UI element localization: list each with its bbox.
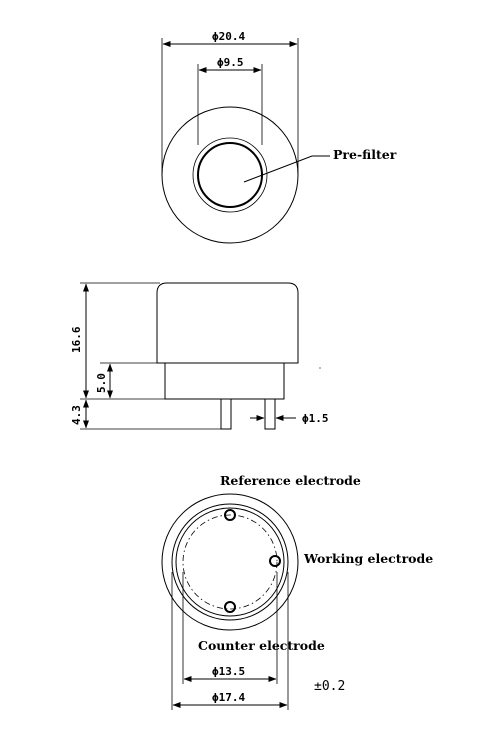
side-body-outline [156,282,299,364]
bottom-pin-circle [182,514,278,610]
base-height-label: 5.0 [95,373,108,393]
top-inner-ring [192,137,268,213]
tolerance-label: ±0.2 [314,679,345,694]
counter-electrode-pin [224,601,236,613]
bottom-body-circle [171,503,289,621]
prefilter-window [197,142,263,208]
inner-diameter-label: ϕ9.5 [217,56,244,69]
pin-diameter-label: ϕ1.5 [302,412,329,425]
side-base-outline [164,362,285,400]
side-view: 16.6 5.0 4.3 ϕ1.5 [70,282,329,430]
height-label: 16.6 [70,326,83,353]
stray-dot [319,367,321,369]
top-outer-circle [161,106,299,244]
outer-diameter-label: ϕ20.4 [212,30,245,43]
side-pin-left [220,398,232,430]
bottom-body-inner-circle [175,507,285,617]
bottom-outer-circle [161,493,299,631]
side-pin-right [264,398,276,430]
top-view: ϕ20.4 ϕ9.5 Pre-filter [161,30,397,244]
bottom-view: Reference electrode Working electrode Co… [161,473,433,710]
counter-electrode-label: Counter electrode [198,638,325,653]
working-electrode-label: Working electrode [303,551,433,566]
working-electrode-pin [269,555,281,567]
reference-electrode-label: Reference electrode [220,473,361,488]
prefilter-label: Pre-filter [333,147,397,162]
body-diameter-label: ϕ17.4 [212,691,245,704]
prefilter-leader [243,155,330,183]
pin-circle-diameter-label: ϕ13.5 [212,665,245,678]
pin-length-label: 4.3 [70,405,83,425]
reference-electrode-pin [224,509,236,521]
